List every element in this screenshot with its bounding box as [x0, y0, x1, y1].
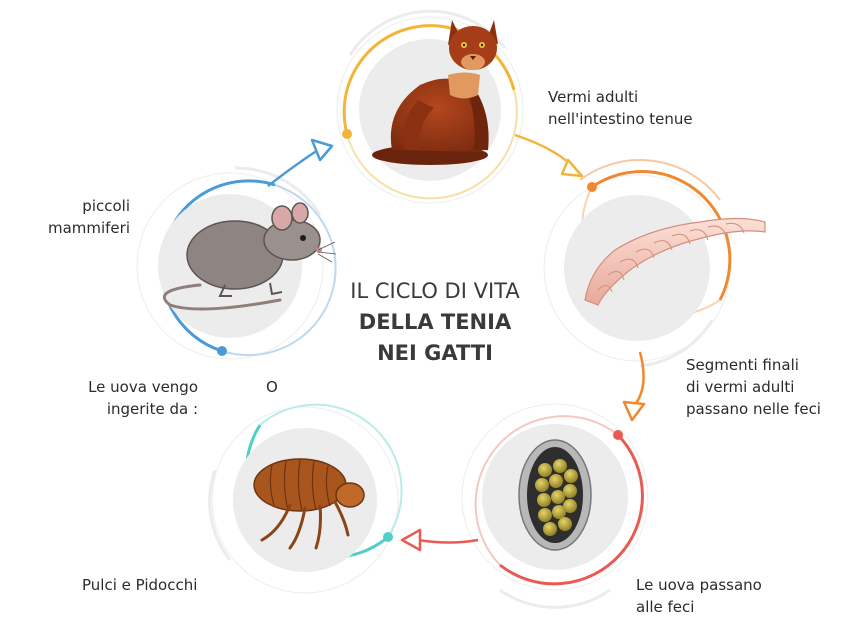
- label-line: Pulci e Pidocchi: [82, 576, 198, 594]
- mouse-icon: [162, 202, 337, 311]
- larva-icon: [584, 217, 766, 306]
- label-eggs-feces: Le uova passano alle feci: [636, 574, 762, 618]
- arrow-larva-to-eggs: [622, 351, 646, 422]
- label-eggs-ingested: Le uova vengo ingerite da :: [62, 376, 198, 420]
- label-line: passano nelle feci: [686, 400, 821, 418]
- label-line: Segmenti finali: [686, 356, 799, 374]
- label-small-mammals: piccoli mammiferi: [30, 195, 130, 239]
- label-final-segments: Segmenti finali di vermi adulti passano …: [686, 354, 821, 420]
- label-fleas-lice: Pulci e Pidocchi: [82, 574, 197, 596]
- arrow-mouse-to-cat: [267, 138, 334, 187]
- cat-icon: [372, 20, 498, 165]
- label-adult-worms: Vermi adulti nell'intestino tenue: [548, 86, 693, 130]
- label-line: Le uova vengo: [88, 378, 198, 396]
- arrow-cat-to-larva: [514, 133, 584, 178]
- label-line: piccoli: [82, 197, 130, 215]
- label-line: ingerite da :: [106, 400, 198, 418]
- title-line-2: DELLA TENIA: [358, 310, 512, 334]
- label-line: Le uova passano: [636, 576, 762, 594]
- stage-cat: [336, 9, 524, 204]
- egg-capsule-icon: [518, 439, 592, 551]
- label-line: alle feci: [636, 598, 695, 616]
- stage-eggs: [461, 403, 649, 609]
- label-line: nell'intestino tenue: [548, 110, 693, 128]
- stage-larva: [543, 159, 766, 368]
- label-or: O: [266, 378, 278, 396]
- flea-icon: [253, 458, 365, 550]
- label-line: mammiferi: [47, 219, 130, 237]
- diagram-title: IL CICLO DI VITA DELLA TENIA NEI GATTI: [300, 276, 570, 369]
- title-line-1: IL CICLO DI VITA: [350, 279, 520, 303]
- label-line: Vermi adulti: [548, 88, 639, 106]
- arrow-eggs-to-flea: [400, 528, 479, 552]
- stage-mouse: [136, 166, 337, 360]
- stage-flea: [208, 403, 403, 594]
- title-line-3: NEI GATTI: [377, 341, 493, 365]
- label-line: di vermi adulti: [686, 378, 795, 396]
